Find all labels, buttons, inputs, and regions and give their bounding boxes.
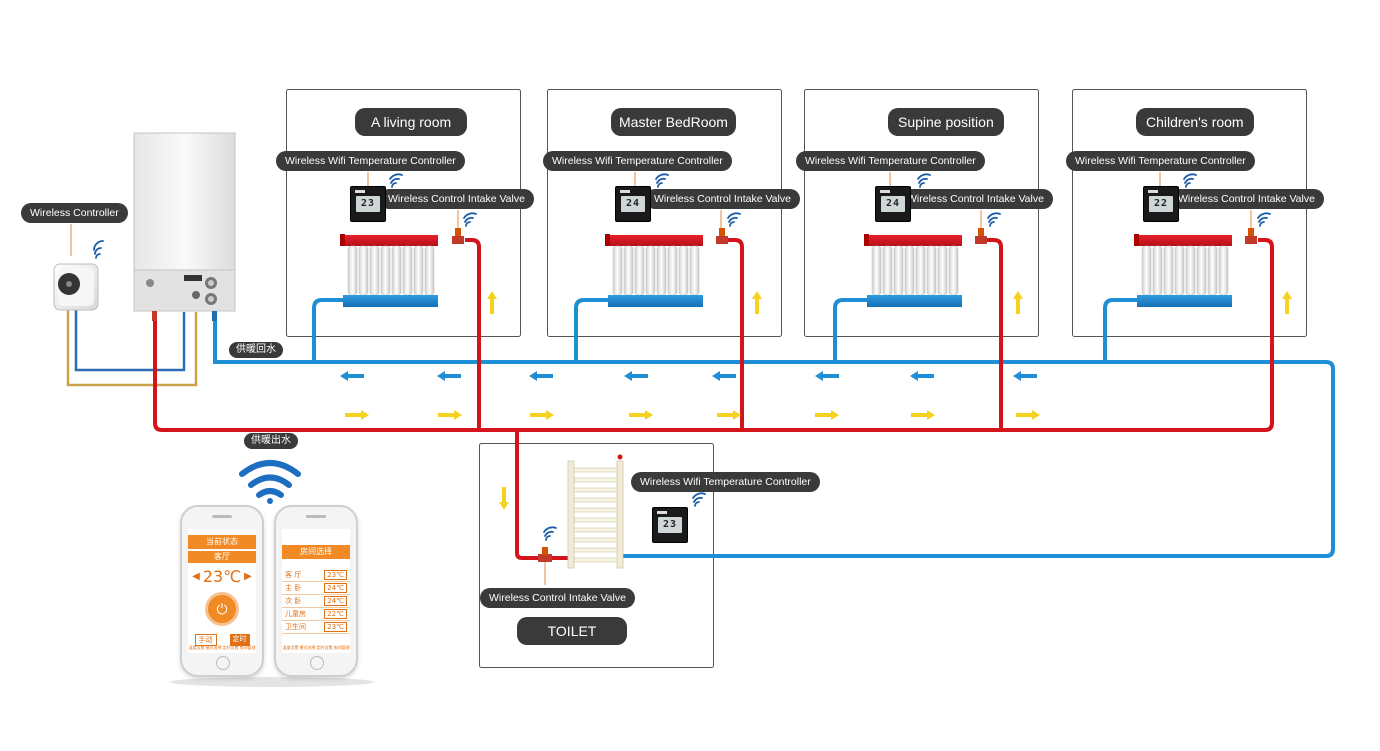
radiator-supine	[867, 235, 962, 307]
thermostat-toilet-temp: 23	[658, 517, 682, 533]
room-title-supine: Supine position	[888, 108, 1004, 136]
supply-main-pipe	[153, 238, 1274, 432]
return-branch-supine	[833, 298, 868, 362]
room-frame-supine	[804, 89, 1039, 337]
thermostat-supine: 24	[875, 186, 911, 222]
footer-tab[interactable]: 定时设置	[222, 645, 239, 650]
power-button[interactable]: ⏻	[205, 592, 239, 626]
temp-increase-arrow[interactable]: ▶	[244, 571, 252, 582]
power-icon: ⏻	[216, 600, 228, 617]
wifi-icons	[93, 173, 1271, 541]
thermostat-label-living: Wireless Wifi Temperature Controller	[276, 151, 465, 171]
status-temperature: 23℃	[202, 567, 242, 586]
phone-speaker	[212, 515, 232, 518]
room-frame-living	[286, 89, 521, 337]
radiator-living	[343, 235, 438, 307]
return-branch-children	[1103, 298, 1137, 362]
valve-label-living: Wireless Control Intake Valve	[379, 189, 534, 209]
wireless-controller-device	[53, 224, 99, 311]
return-branch-master	[574, 298, 608, 362]
intake-valve-icons	[340, 228, 1257, 246]
room-title-toilet: TOILET	[517, 617, 627, 645]
return-branch-living	[312, 298, 344, 362]
supply-water-label: 供暖出水	[244, 433, 298, 449]
supply-riser-master	[728, 238, 744, 430]
thermostat-children: 22	[1143, 186, 1179, 222]
phone-status: 当前状态 客厅 ◀ 23℃ ▶ ⏻ 手动 定时 温度设置 模式选择 定时设置 房…	[180, 505, 264, 677]
rooms-title: 房间选择	[282, 545, 350, 559]
phone-speaker	[306, 515, 326, 518]
valve-label-toilet: Wireless Control Intake Valve	[480, 588, 635, 608]
valve-label-children: Wireless Control Intake Valve	[1169, 189, 1324, 209]
controller-wire-gold	[66, 310, 198, 387]
thermostat-label-children: Wireless Wifi Temperature Controller	[1066, 151, 1255, 171]
towel-radiator	[567, 454, 624, 569]
boiler	[133, 132, 236, 321]
radiator-master	[608, 235, 703, 307]
thermostat-children-temp: 22	[1149, 196, 1173, 212]
room-title-master: Master BedRoom	[611, 108, 736, 136]
valve-label-master: Wireless Control Intake Valve	[645, 189, 800, 209]
footer-tab[interactable]: 温度设置	[282, 645, 299, 650]
phone-home-button[interactable]	[310, 656, 324, 670]
supply-riser-supine	[987, 238, 1003, 430]
return-flow-arrows	[340, 371, 1037, 381]
thermostat-label-master: Wireless Wifi Temperature Controller	[543, 151, 732, 171]
temp-decrease-arrow[interactable]: ◀	[192, 571, 200, 582]
large-wifi-icon	[239, 460, 301, 504]
valve-label-supine: Wireless Control Intake Valve	[898, 189, 1053, 209]
room-title-children: Children's room	[1136, 108, 1254, 136]
room-frame-children	[1072, 89, 1307, 337]
phone-shadow	[170, 677, 374, 687]
controller-wire-blue	[74, 310, 186, 372]
supply-flow-arrows	[345, 291, 1292, 510]
thermostat-master: 24	[615, 186, 651, 222]
room-title-living: A living room	[355, 108, 468, 136]
mode-manual-button[interactable]: 手动	[194, 634, 217, 646]
phone-home-button[interactable]	[216, 656, 230, 670]
supply-branch-toilet	[515, 430, 568, 560]
return-water-label: 供暖回水	[229, 342, 283, 358]
radiator-children	[1137, 235, 1232, 307]
footer-tab[interactable]: 温度设置	[188, 645, 205, 650]
label-connectors	[367, 172, 1252, 483]
phone-status-screen: 当前状态 客厅 ◀ 23℃ ▶ ⏻ 手动 定时 温度设置 模式选择 定时设置 房…	[188, 529, 256, 653]
toilet-valve-icon	[538, 547, 552, 585]
thermostat-toilet: 23	[652, 507, 688, 543]
return-main-pipe	[213, 318, 1335, 558]
thermostat-supine-temp: 24	[881, 196, 905, 212]
thermostat-label-supine: Wireless Wifi Temperature Controller	[796, 151, 985, 171]
thermostat-master-temp: 24	[621, 196, 645, 212]
wireless-controller-label: Wireless Controller	[21, 203, 128, 223]
thermostat-label-toilet: Wireless Wifi Temperature Controller	[631, 472, 820, 492]
room-frame-master	[547, 89, 782, 337]
footer-tab[interactable]: 模式选择	[299, 645, 316, 650]
thermostat-living-temp: 23	[356, 196, 380, 212]
supply-riser-living	[465, 238, 481, 430]
phone-rooms-footer: 温度设置 模式选择 定时设置 房间管理	[282, 645, 350, 651]
footer-tab[interactable]: 房间管理	[333, 645, 350, 650]
thermostat-living: 23	[350, 186, 386, 222]
status-room: 客厅	[188, 551, 256, 563]
footer-tab[interactable]: 模式选择	[205, 645, 222, 650]
footer-tab[interactable]: 房间管理	[239, 645, 256, 650]
mode-timer-button[interactable]: 定时	[229, 634, 250, 646]
phone-status-footer: 温度设置 模式选择 定时设置 房间管理	[188, 645, 256, 651]
status-title: 当前状态	[188, 535, 256, 549]
footer-tab[interactable]: 定时设置	[316, 645, 333, 650]
